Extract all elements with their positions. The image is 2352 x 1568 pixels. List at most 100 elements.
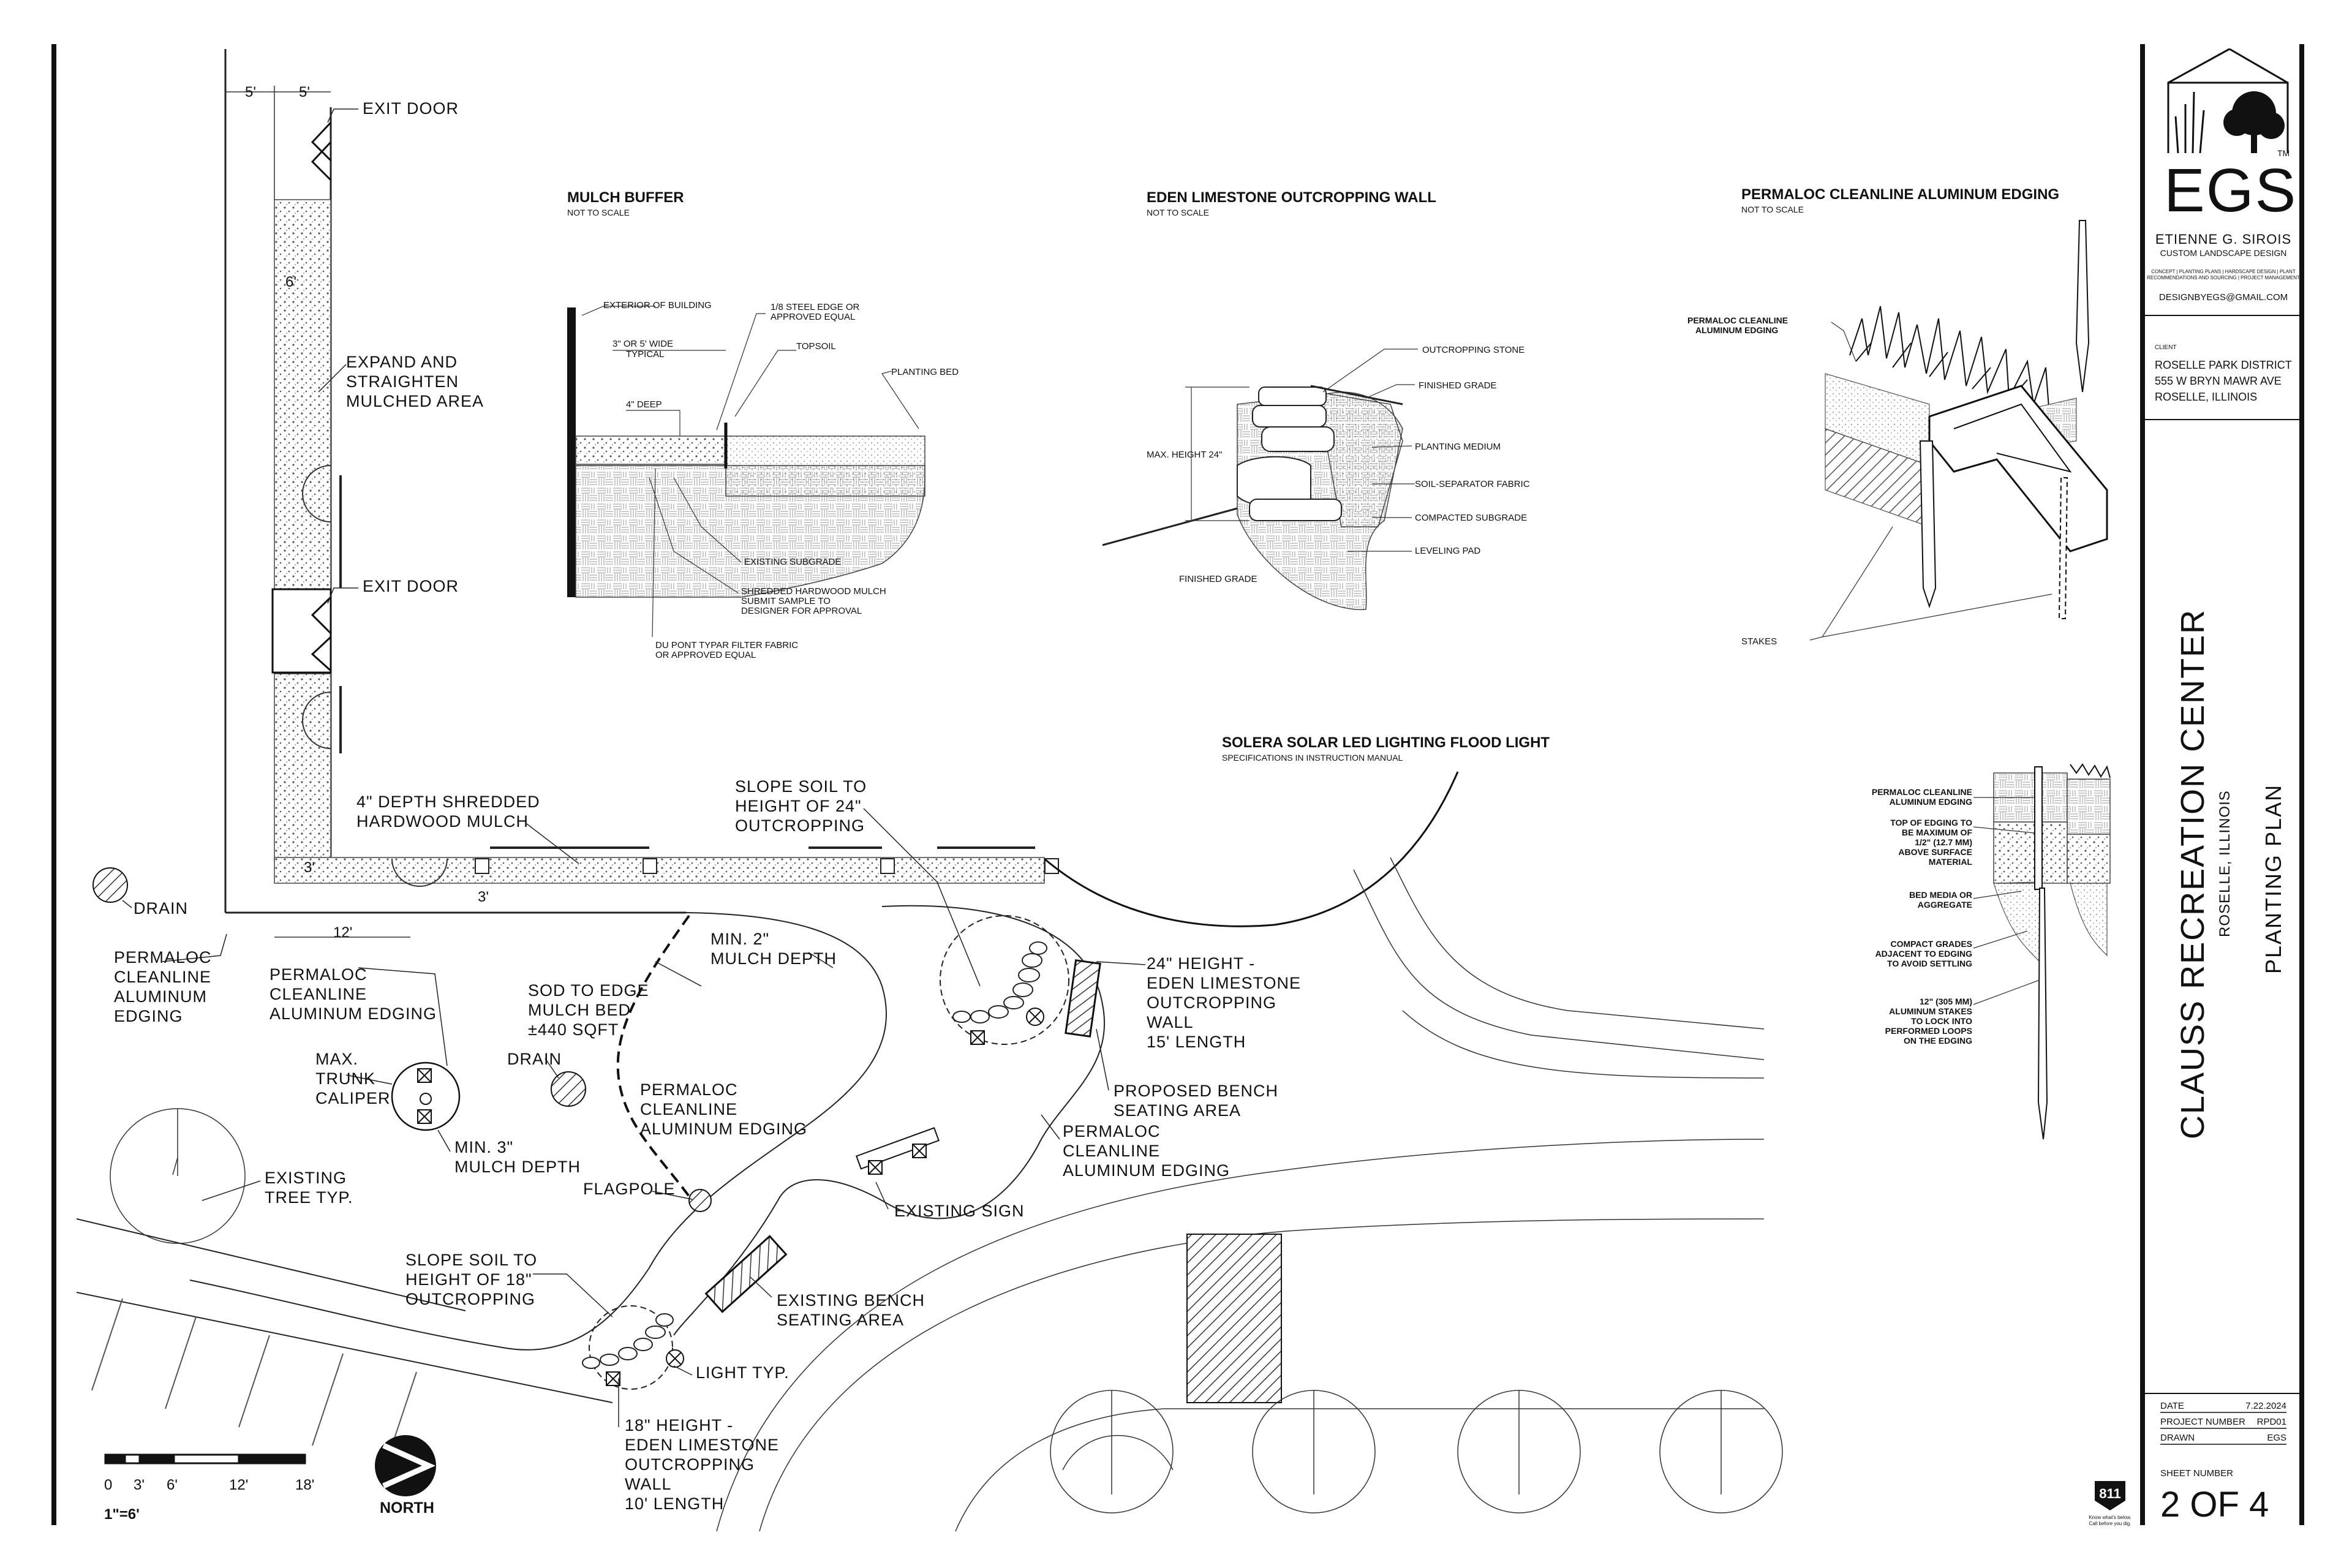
label-edging-right: PERMALOC bbox=[1063, 1122, 1161, 1140]
note-bed: PLANTING BED bbox=[891, 367, 959, 377]
label-drain: DRAIN bbox=[507, 1050, 562, 1068]
sheet-number: 2 OF 4 bbox=[2160, 1485, 2269, 1525]
label-sod: ±440 SQFT bbox=[528, 1020, 619, 1039]
title-block: EGS TM ETIENNE G. SIROIS CUSTOM LANDSCAP… bbox=[2145, 48, 2300, 1525]
site-plan: 5' 5' 6' 3' 3' 12' EXIT DOOR EXIT DOOR E… bbox=[76, 49, 1783, 1532]
existing-tree bbox=[1659, 1390, 1783, 1513]
company-name: ETIENNE G. SIROIS bbox=[2155, 232, 2291, 247]
north-arrow-icon: NORTH bbox=[375, 1435, 436, 1517]
grass-icon bbox=[2174, 91, 2205, 154]
label-edging-left: PERMALOC bbox=[114, 948, 212, 967]
existing-bench bbox=[704, 1235, 788, 1313]
label-bench-proposed: SEATING AREA bbox=[1114, 1101, 1241, 1120]
label-existing-sign: EXISTING SIGN bbox=[894, 1202, 1025, 1220]
label-wall24: 15' LENGTH bbox=[1147, 1033, 1246, 1051]
label-expand: STRAIGHTEN bbox=[346, 372, 459, 391]
note-grade2: FINISHED GRADE bbox=[1179, 574, 1257, 584]
label-expand: MULCHED AREA bbox=[346, 392, 484, 410]
label-edging-right: CLEANLINE bbox=[1063, 1142, 1160, 1160]
label-wall18: 18" HEIGHT - bbox=[625, 1416, 733, 1434]
scale-tick-0: 0 bbox=[104, 1477, 112, 1493]
note-section: 1/2" (12.7 MM) bbox=[1915, 837, 1972, 847]
project-number-value: RPD01 bbox=[2257, 1417, 2286, 1427]
detail-subtitle: SPECIFICATIONS IN INSTRUCTION MANUAL bbox=[1222, 753, 1403, 763]
detail-solar-light: SOLERA SOLAR LED LIGHTING FLOOD LIGHT SP… bbox=[1222, 734, 1550, 763]
note-section: ADJACENT TO EDGING bbox=[1875, 949, 1973, 959]
label-slope18: SLOPE SOIL TO bbox=[405, 1251, 537, 1269]
note-callout: ALUMINUM EDGING bbox=[1695, 325, 1778, 335]
existing-tree bbox=[110, 1108, 246, 1244]
label-wall24: EDEN LIMESTONE bbox=[1147, 974, 1301, 992]
drawn-value: EGS bbox=[2267, 1433, 2286, 1443]
label-mulch: 4" DEPTH SHREDDED bbox=[356, 793, 540, 811]
existing-tree bbox=[1457, 1390, 1581, 1513]
note-callout: PERMALOC CLEANLINE bbox=[1687, 315, 1788, 325]
call-811-number: 811 bbox=[2099, 1486, 2121, 1501]
label-slope18: HEIGHT OF 18" bbox=[405, 1270, 532, 1289]
label-sod: SOD TO EDGE bbox=[528, 981, 649, 1000]
proposed-bench bbox=[1065, 959, 1101, 1038]
sheet-number-label: SHEET NUMBER bbox=[2160, 1468, 2233, 1479]
scale-tick-3: 3' bbox=[134, 1477, 145, 1493]
label-flagpole: FLAGPOLE bbox=[583, 1180, 676, 1198]
date-label: DATE bbox=[2160, 1401, 2184, 1411]
label-slope24: HEIGHT OF 24" bbox=[735, 797, 862, 815]
flagpole-icon bbox=[688, 1189, 712, 1212]
label-edging-right: ALUMINUM EDGING bbox=[1063, 1161, 1230, 1180]
label-wall18: EDEN LIMESTONE bbox=[625, 1436, 779, 1454]
dim-3b: 3' bbox=[478, 889, 489, 905]
label-min2: MIN. 2" bbox=[710, 930, 769, 948]
note-wide: TYPICAL bbox=[626, 349, 665, 360]
logo-text: EGS bbox=[2164, 156, 2297, 225]
note-section: TO AVOID SETTLING bbox=[1887, 959, 1972, 968]
note-section: TOP OF EDGING TO bbox=[1890, 818, 1972, 827]
dim-5b: 5' bbox=[299, 84, 310, 100]
call-811-line: Know what's below. bbox=[2089, 1515, 2132, 1520]
label-edging-left: ALUMINUM bbox=[114, 987, 207, 1006]
client-address: 555 W BRYN MAWR AVE bbox=[2155, 375, 2282, 387]
note-section: BED MEDIA OR bbox=[1909, 890, 1972, 900]
note-medium: PLANTING MEDIUM bbox=[1415, 442, 1501, 452]
drain-icon bbox=[551, 1071, 586, 1107]
scale-tick-12: 12' bbox=[229, 1477, 248, 1493]
label-edging-mid: CLEANLINE bbox=[640, 1100, 737, 1118]
note-typar: DU PONT TYPAR FILTER FABRIC bbox=[655, 640, 798, 650]
label-sod: MULCH BED bbox=[528, 1001, 631, 1019]
note-shredded: SHREDDED HARDWOOD MULCH bbox=[741, 586, 886, 597]
detail-permaloc-edging: PERMALOC CLEANLINE ALUMINUM EDGING NOT T… bbox=[1687, 186, 2108, 647]
label-min3: MULCH DEPTH bbox=[454, 1158, 581, 1176]
existing-sign bbox=[855, 1127, 940, 1170]
label-caliper: MAX. bbox=[315, 1050, 358, 1068]
detail-subtitle: NOT TO SCALE bbox=[567, 208, 630, 217]
outcropping-wall-24 bbox=[940, 915, 1069, 1045]
note-stakes: STAKES bbox=[1741, 636, 1777, 647]
detail-title: PERMALOC CLEANLINE ALUMINUM EDGING bbox=[1741, 186, 2059, 203]
note-section: BE MAXIMUM OF bbox=[1902, 827, 1973, 837]
note-compacted: COMPACTED SUBGRADE bbox=[1415, 513, 1527, 523]
label-existing-tree: EXISTING bbox=[265, 1169, 347, 1187]
company-services: CONCEPT | PLANTING PLANS | HARDSCAPE DES… bbox=[2151, 269, 2296, 274]
label-edging-tree: CLEANLINE bbox=[270, 985, 367, 1003]
detail-outcropping-wall: EDEN LIMESTONE OUTCROPPING WALL NOT TO S… bbox=[1102, 189, 1530, 610]
note-height: MAX. HEIGHT 24" bbox=[1147, 450, 1222, 460]
note-steel: APPROVED EQUAL bbox=[771, 312, 855, 322]
existing-tree bbox=[1252, 1390, 1376, 1513]
north-label: NORTH bbox=[380, 1499, 434, 1517]
note-section: AGGREGATE bbox=[1918, 900, 1972, 910]
dim-3a: 3' bbox=[304, 859, 315, 876]
note-exterior: EXTERIOR OF BUILDING bbox=[603, 300, 712, 311]
drain-icon bbox=[92, 867, 128, 903]
label-edging-mid: ALUMINUM EDGING bbox=[640, 1120, 807, 1138]
label-expand: EXPAND AND bbox=[346, 353, 458, 371]
detail-subtitle: NOT TO SCALE bbox=[1741, 205, 1804, 214]
call-811-badge: 811 Know what's below. Call before you d… bbox=[2089, 1481, 2132, 1526]
label-wall24: 24" HEIGHT - bbox=[1147, 954, 1255, 973]
outcropping-wall-18 bbox=[582, 1305, 674, 1390]
label-min3: MIN. 3" bbox=[454, 1138, 513, 1156]
label-bench-existing: SEATING AREA bbox=[777, 1311, 904, 1329]
label-exit-door: EXIT DOOR bbox=[363, 577, 459, 595]
note-steel: 1/8 STEEL EDGE OR bbox=[771, 302, 859, 312]
client-name: ROSELLE PARK DISTRICT bbox=[2155, 359, 2292, 371]
detail-mulch-buffer: MULCH BUFFER NOT TO SCALE EXTERIOR OF BU… bbox=[567, 189, 959, 660]
